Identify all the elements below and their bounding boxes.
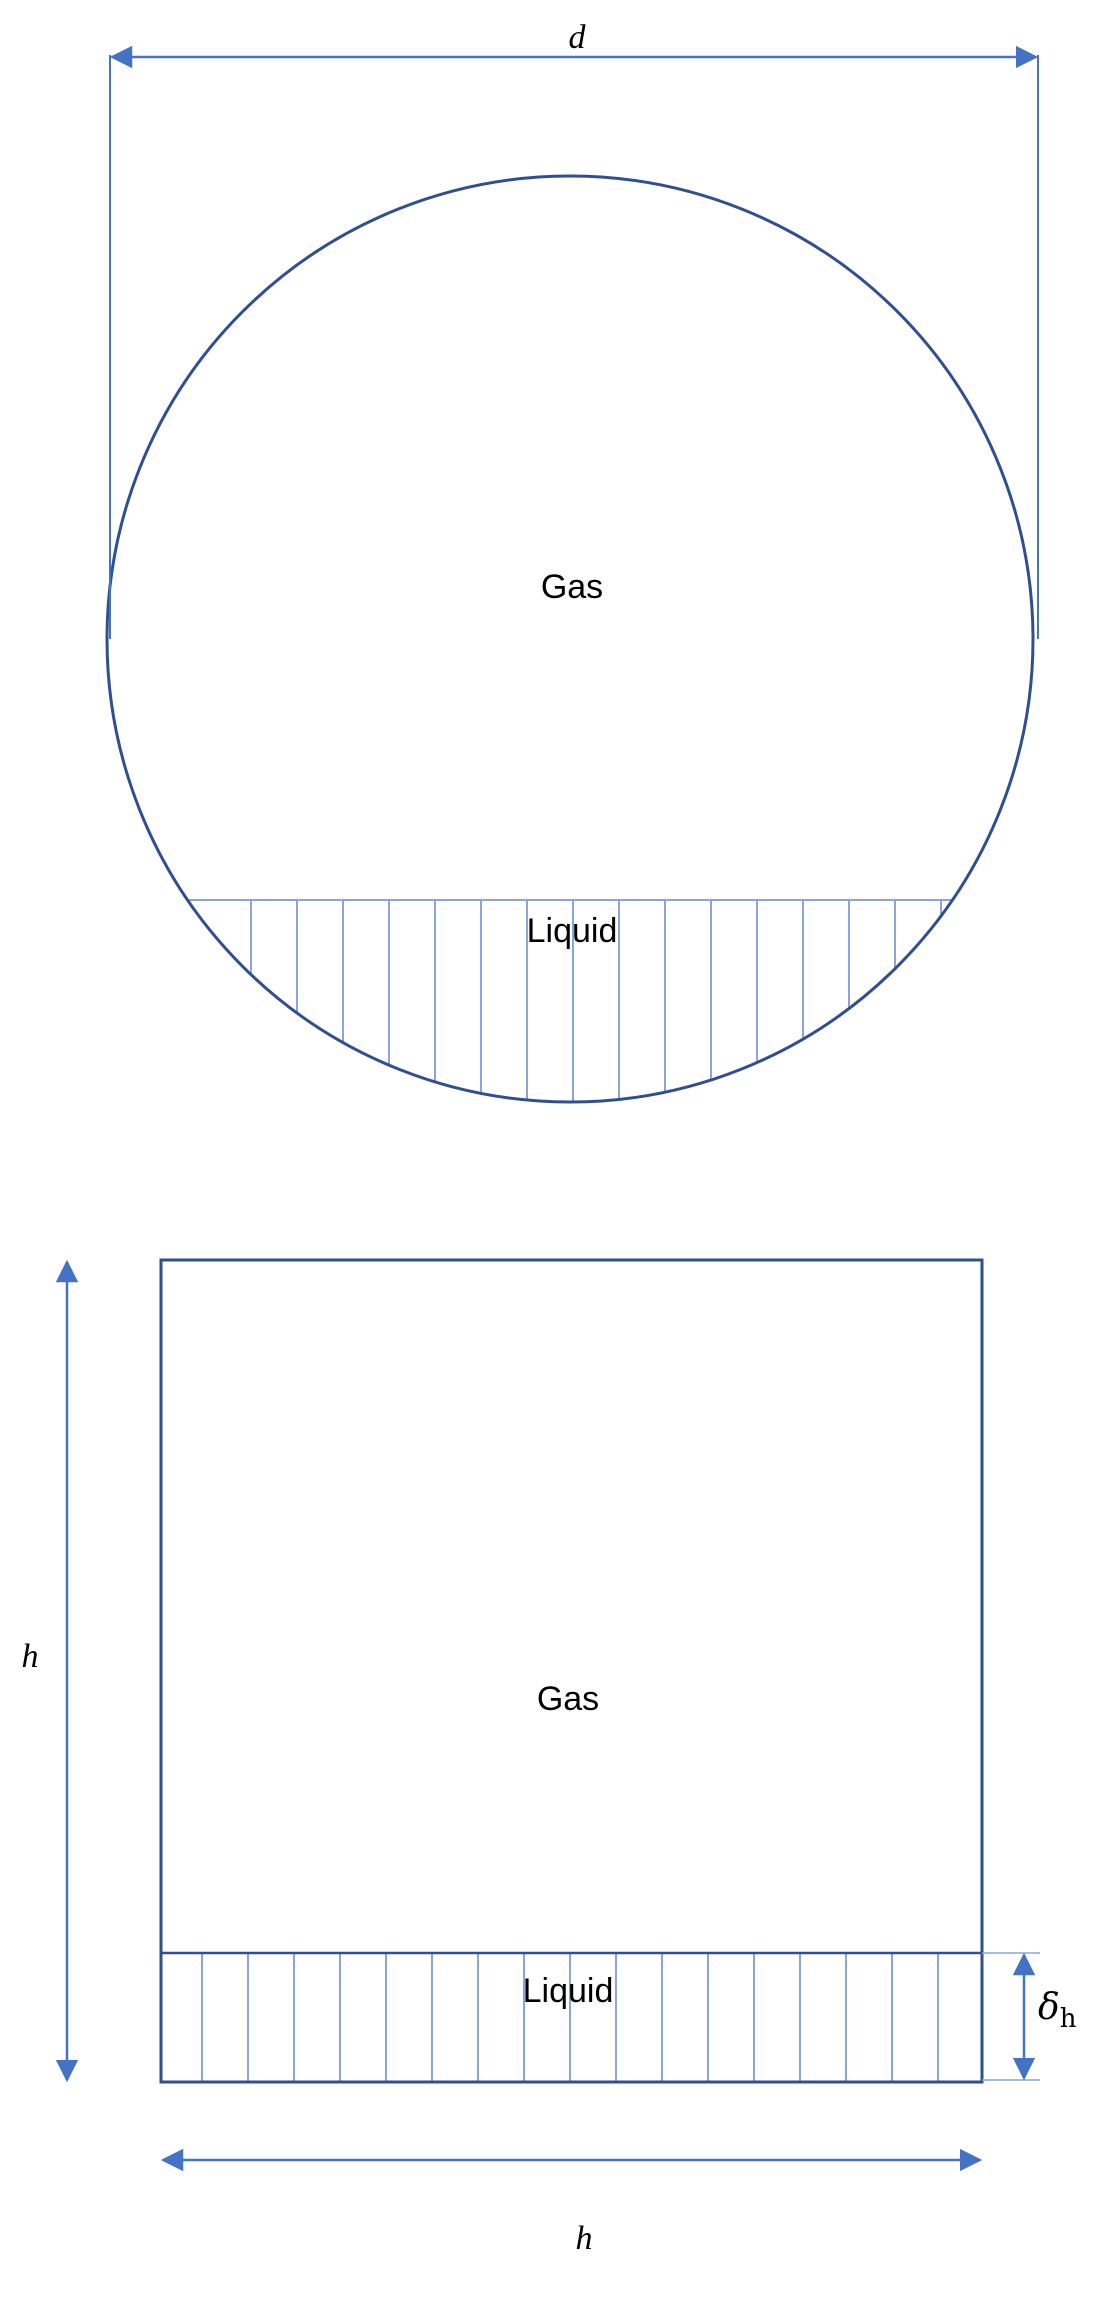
square-liquid-hatching <box>201 1953 939 2081</box>
pipe-cross-section <box>105 174 1035 1104</box>
height-label: h <box>22 1638 39 1675</box>
circle-gas-label: Gas <box>541 568 603 606</box>
film-subscript: h <box>1060 2004 1077 2034</box>
circle-liquid-label: Liquid <box>527 912 618 950</box>
pipe-wall-circle <box>105 174 1035 1104</box>
width-dimension: h <box>160 2148 983 2257</box>
circle-liquid-hatching <box>250 900 988 1102</box>
width-label: h <box>576 2220 593 2257</box>
diameter-label: d <box>569 19 587 56</box>
film-thickness-dimension: δh <box>982 1952 1077 2081</box>
film-symbol: δ <box>1038 1987 1060 2028</box>
diameter-dimension: d <box>109 19 1039 639</box>
square-channel <box>159 1258 984 2084</box>
square-gas-label: Gas <box>537 1680 599 1718</box>
film-thickness-label: δh <box>1038 1987 1077 2034</box>
square-liquid-label: Liquid <box>523 1972 614 2010</box>
square-channel-wall <box>159 1258 984 2084</box>
height-dimension: h <box>22 1259 79 2083</box>
